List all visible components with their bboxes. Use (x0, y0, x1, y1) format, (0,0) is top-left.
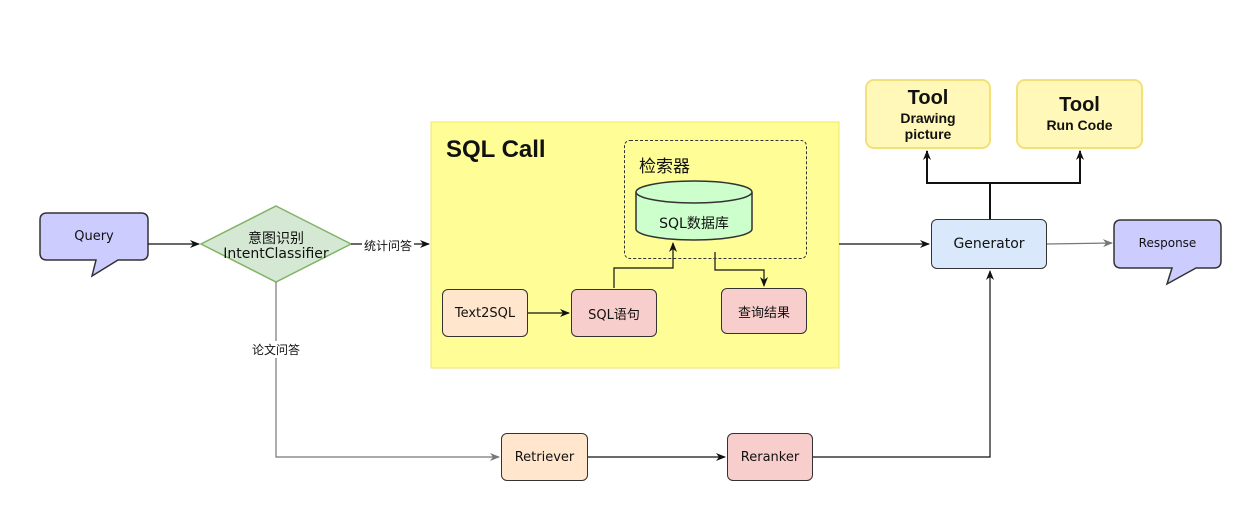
reranker-label: Reranker (740, 449, 800, 465)
intent-label-line2: IntentClassifier (223, 246, 329, 262)
intent-label-line1: 意图识别 (248, 231, 304, 247)
response-label: Response (1138, 236, 1197, 250)
query-bubble (39, 212, 149, 278)
retriever-group (624, 140, 807, 259)
edge-label-paper-qa: 论文问答 (250, 341, 303, 358)
text2sql-label: Text2SQL (454, 305, 516, 321)
tool-runcode-title: Tool (1059, 94, 1100, 116)
edge-reranker-generator (813, 270, 994, 458)
query-result-box: 查询结果 (721, 288, 807, 334)
retriever-box: Retriever (501, 433, 588, 481)
tool-drawing-title: Tool (907, 87, 949, 109)
query-label: Query (74, 229, 114, 244)
tool-runcode-box: Tool Run Code (1016, 79, 1143, 149)
edge-generator-response (1046, 239, 1113, 248)
edge-sqlstatement-db (613, 242, 677, 288)
sql-statement-box: SQL语句 (571, 289, 657, 337)
edge-intent-retriever (275, 282, 500, 461)
edge-generator-tools (923, 150, 991, 219)
tool-drawing-line2: picture (904, 126, 952, 142)
tool-drawing-box: Tool Drawing picture (865, 79, 991, 149)
sql-database-cylinder (635, 180, 753, 241)
response-bubble (1113, 219, 1222, 286)
edge-generator-tool2 (990, 150, 1084, 184)
text2sql-box: Text2SQL (442, 289, 528, 337)
sql-statement-label: SQL语句 (588, 307, 640, 323)
generator-label: Generator (953, 236, 1025, 252)
retriever-label: Retriever (514, 449, 575, 465)
tool-drawing-line1: Drawing (900, 110, 956, 126)
edge-db-queryresult (714, 252, 768, 287)
reranker-box: Reranker (727, 433, 813, 481)
sql-database-label: SQL数据库 (659, 216, 729, 232)
retriever-group-title: 检索器 (639, 157, 690, 177)
sql-call-title: SQL Call (446, 136, 546, 163)
tool-runcode-line1: Run Code (1046, 117, 1113, 133)
query-result-label: 查询结果 (737, 305, 790, 321)
generator-box: Generator (931, 219, 1047, 269)
edge-label-stat-qa: 统计问答 (362, 237, 415, 254)
